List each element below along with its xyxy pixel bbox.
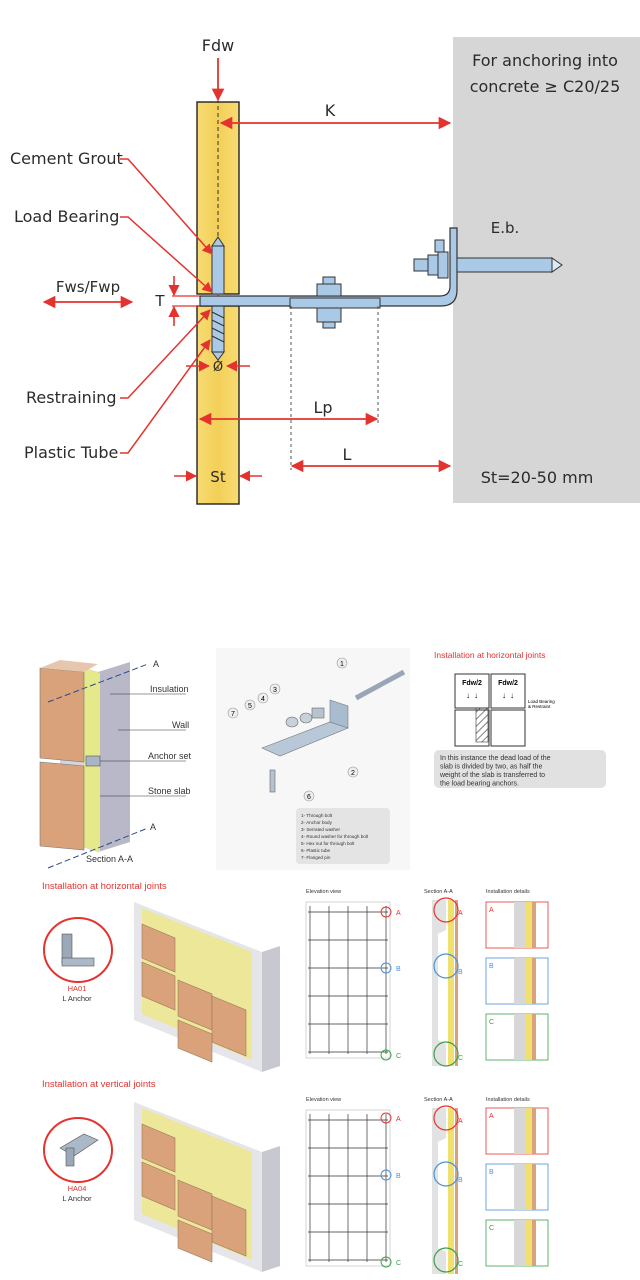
horizontal-info-desc-line: the load bearing anchors.	[440, 781, 519, 788]
part-5: 5	[248, 703, 252, 710]
row2-detail-b: B	[489, 1169, 494, 1176]
fdw-label: Fdw	[202, 36, 234, 55]
row2-marker-c: C	[396, 1260, 401, 1267]
restraining-label: Restraining	[26, 388, 117, 407]
row1-marker-b: B	[396, 966, 401, 973]
load-bearing-pin	[211, 245, 225, 295]
row2-elevation-label: Elevation view	[306, 1097, 341, 1103]
row2-code: HA04	[68, 1184, 87, 1193]
row2-name: L Anchor	[62, 1194, 92, 1203]
part-4: 4	[261, 696, 265, 703]
washer-plate	[289, 297, 381, 309]
row1-section-label: Section A-A	[424, 889, 453, 895]
fws-fwp-label: Fws/Fwp	[56, 278, 120, 296]
parts-list-item: 3- Serrated washer	[301, 827, 341, 832]
row2-title: Installation at vertical joints	[42, 1079, 156, 1090]
parts-list-item: 6- Plastic tube	[301, 848, 331, 853]
fdw2-right: Fdw/2	[498, 680, 518, 687]
diameter-label: Ø	[213, 360, 223, 375]
svg-text:↓: ↓	[466, 691, 470, 700]
row-horizontal-joints: Installation at horizontal joints HA01 L…	[42, 881, 549, 1072]
svg-text:↓: ↓	[510, 691, 514, 700]
st-label: St	[210, 468, 226, 486]
parts-list-item: 2- Anchor body	[301, 820, 333, 825]
row1-section-c: C	[458, 1055, 463, 1062]
row2-detail-a: A	[489, 1113, 494, 1120]
part-1: 1	[340, 661, 344, 668]
part-3: 3	[273, 687, 277, 694]
horizontal-info-title: Installation at horizontal joints	[434, 650, 546, 660]
plastic-tube-label: Plastic Tube	[24, 443, 118, 462]
row2-section-c: C	[458, 1261, 463, 1268]
row1-detail-a: A	[489, 907, 494, 914]
main-anchor-diagram: For anchoring into concrete ≥ C20/25 E.b…	[10, 36, 640, 505]
row1-detail-c: C	[489, 1019, 494, 1026]
st-range-label: St=20-50 mm	[481, 468, 594, 487]
part-6: 6	[307, 794, 311, 801]
concrete-label-line1: For anchoring into	[472, 51, 618, 70]
row1-section-a: A	[458, 910, 463, 917]
k-label: K	[325, 101, 336, 120]
insulation-label: Insulation	[150, 684, 189, 694]
horizontal-info-desc-line: In this instance the dead load of the	[440, 755, 551, 762]
row2-elevation-grid	[308, 1114, 388, 1262]
horizontal-info-desc-box	[434, 750, 606, 788]
row1-marker-a: A	[396, 910, 401, 917]
row1-details-label: Installation details	[486, 889, 530, 895]
row1-name: L Anchor	[62, 994, 92, 1003]
row2-section-a: A	[458, 1118, 463, 1125]
horizontal-joint-info: Installation at horizontal joints Fdw/2 …	[434, 650, 606, 788]
anchor-body	[199, 227, 458, 307]
row1-elevation-label: Elevation view	[306, 889, 341, 895]
section-aa-label: Section A-A	[86, 854, 133, 864]
lower-nut	[316, 307, 342, 323]
row2-detail-c: C	[489, 1225, 494, 1232]
anchor-set-label: Anchor set	[148, 751, 192, 761]
row1-code: HA01	[68, 984, 87, 993]
horizontal-info-desc-line: weight of the slab is transferred to	[439, 772, 545, 779]
part-7: 7	[231, 711, 235, 718]
exploded-parts: 1 2 3 4 5 6 7 1- Through bolt 2- Anchor b…	[216, 648, 410, 870]
concrete-label-line2: concrete ≥ C20/25	[470, 77, 621, 96]
section-aa-figure: A A Insulation Wall Anchor set Stone sla…	[39, 659, 192, 869]
row2-section-b: B	[458, 1177, 463, 1184]
parts-list-item: 5- Hex nut for through bolt	[301, 841, 355, 846]
load-bearing-restraint-2: & Restraint	[528, 704, 551, 709]
svg-text:↓: ↓	[502, 691, 506, 700]
horizontal-info-description: In this instance the dead load of the sla…	[439, 755, 551, 788]
lp-label: Lp	[313, 398, 332, 417]
parts-list-box	[296, 808, 390, 864]
row1-detail-b: B	[489, 963, 494, 970]
parts-list-item: 7- Flanged pin	[301, 855, 331, 860]
row2-marker-b: B	[396, 1173, 401, 1180]
row1-section-b: B	[458, 969, 463, 976]
section-a-bottom: A	[150, 822, 156, 832]
parts-list: 1- Through bolt 2- Anchor body 3- Serrated…	[301, 813, 369, 860]
row2-details-label: Installation details	[486, 1097, 530, 1103]
parts-list-item: 1- Through bolt	[301, 813, 333, 818]
row1-elevation-grid	[308, 906, 388, 1054]
svg-text:↓: ↓	[474, 691, 478, 700]
cement-grout-label: Cement Grout	[10, 149, 123, 168]
eb-label: E.b.	[491, 219, 520, 237]
row1-title: Installation at horizontal joints	[42, 881, 167, 892]
stone-slab-label: Stone slab	[148, 786, 191, 796]
row2-marker-a: A	[396, 1116, 401, 1123]
expansion-bolt	[456, 257, 553, 273]
t-label: T	[154, 292, 165, 310]
row2-section-label: Section A-A	[424, 1097, 453, 1103]
fdw2-left: Fdw/2	[462, 680, 482, 687]
l-label: L	[343, 445, 352, 464]
row1-marker-c: C	[396, 1053, 401, 1060]
row-vertical-joints: Installation at vertical joints HA04 L A…	[42, 1079, 549, 1274]
load-bearing-label: Load Bearing	[14, 207, 119, 226]
upper-nut	[316, 283, 342, 297]
section-a-top: A	[153, 659, 159, 669]
part-2: 2	[351, 770, 355, 777]
horizontal-info-desc-line: slab is divided by two, as half the	[440, 764, 542, 771]
parts-list-item: 4- Round washer for through bolt	[301, 834, 369, 839]
wall-label: Wall	[172, 720, 189, 730]
load-bearing-restraint-1: Load Bearing	[528, 699, 555, 704]
